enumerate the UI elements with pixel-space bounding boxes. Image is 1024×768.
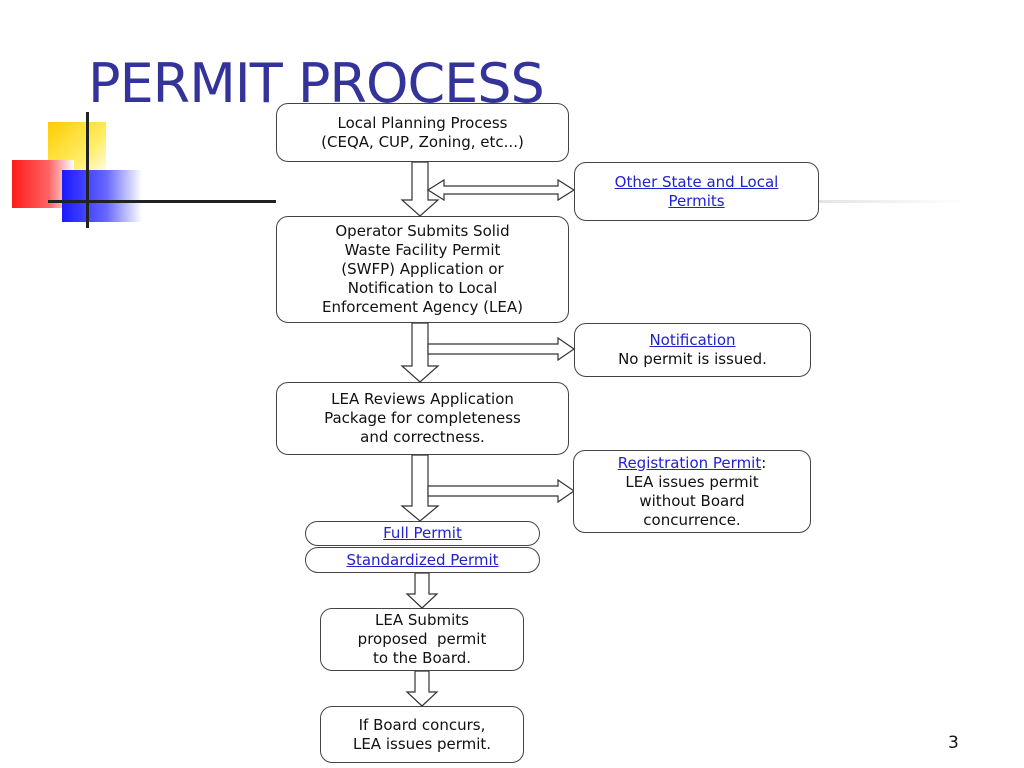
blue-square-decoration xyxy=(62,170,142,222)
box-lea-reviews: LEA Reviews Application Package for comp… xyxy=(276,382,569,455)
box-standardized-permit: Standardized Permit xyxy=(305,547,540,573)
lea-submits-line1: LEA Submits xyxy=(375,611,469,629)
standardized-permit-link[interactable]: Standardized Permit xyxy=(346,550,499,569)
arrow-down-planning-to-operator xyxy=(400,161,440,217)
box-full-permit: Full Permit xyxy=(305,521,540,546)
page-number: 3 xyxy=(948,733,959,753)
lea-reviews-line1: LEA Reviews Application xyxy=(331,390,514,408)
operator-submits-line3: (SWFP) Application or xyxy=(341,260,504,278)
full-permit-link[interactable]: Full Permit xyxy=(383,524,462,542)
registration-line3: without Board xyxy=(639,491,745,510)
box-notification: Notification No permit is issued. xyxy=(574,323,811,377)
box-other-permits: Other State and Local Permits xyxy=(574,162,819,221)
registration-line2: LEA issues permit xyxy=(625,472,759,491)
registration-line4: concurrence. xyxy=(643,510,741,529)
box-operator-submits: Operator Submits Solid Waste Facility Pe… xyxy=(276,216,569,323)
board-concurs-line2: LEA issues permit. xyxy=(352,734,492,753)
arrow-down-review-to-permits xyxy=(400,454,440,522)
notification-line2: No permit is issued. xyxy=(618,350,767,368)
lea-reviews-line2: Package for completeness xyxy=(324,409,521,427)
operator-submits-line2: Waste Facility Permit xyxy=(344,241,501,259)
lea-submits-line3: to the Board. xyxy=(372,649,472,667)
local-planning-line1: Local Planning Process xyxy=(337,113,508,132)
lea-reviews-line3: and correctness. xyxy=(360,428,485,446)
other-permits-link-line1[interactable]: Other State and Local xyxy=(614,172,779,191)
other-permits-link-line2[interactable]: Permits xyxy=(668,191,725,210)
vertical-rule-decoration xyxy=(86,112,89,228)
arrow-down-permits-to-submit xyxy=(405,572,439,609)
operator-submits-line1: Operator Submits Solid xyxy=(335,222,510,240)
arrow-right-notification xyxy=(427,336,576,362)
local-planning-line2: (CEQA, CUP, Zoning, etc...) xyxy=(321,132,524,151)
registration-line1: Registration Permit: xyxy=(618,454,767,473)
notification-link[interactable]: Notification xyxy=(649,331,736,349)
arrow-down-operator-to-review xyxy=(400,322,440,383)
arrow-double-other-permits xyxy=(426,178,576,202)
box-registration-permit: Registration Permit: LEA issues permit w… xyxy=(573,450,811,533)
operator-submits-line4: Notification to Local xyxy=(347,279,498,297)
registration-colon: : xyxy=(761,453,767,472)
lea-submits-line2: proposed permit xyxy=(357,630,487,648)
registration-permit-link[interactable]: Registration Permit xyxy=(617,453,762,472)
horizontal-rule-fade-decoration xyxy=(818,200,968,203)
box-lea-submits: LEA Submits proposed permit to the Board… xyxy=(320,608,524,671)
box-local-planning-process: Local Planning Process (CEQA, CUP, Zonin… xyxy=(276,103,569,162)
board-concurs-line1: If Board concurs, xyxy=(358,715,486,734)
horizontal-rule-decoration xyxy=(48,200,276,203)
arrow-right-registration xyxy=(427,478,576,504)
arrow-down-submit-to-board xyxy=(405,670,439,707)
box-board-concurs: If Board concurs, LEA issues permit. xyxy=(320,706,524,763)
operator-submits-line5: Enforcement Agency (LEA) xyxy=(322,298,523,316)
